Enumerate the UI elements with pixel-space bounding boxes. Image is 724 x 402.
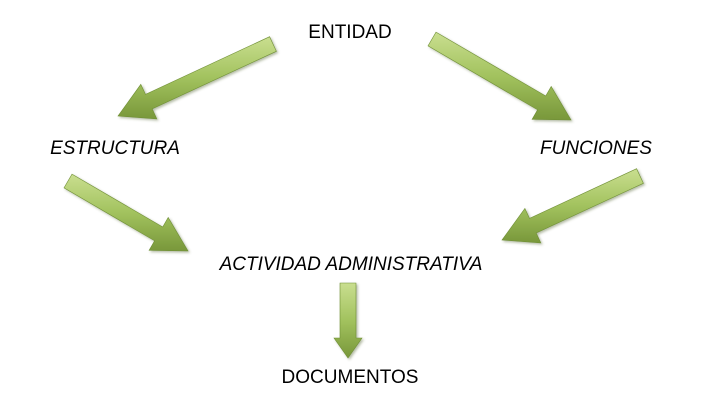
node-actividad-administrativa: ACTIVIDAD ADMINISTRATIVA: [219, 254, 483, 275]
arrow-actividad-to-documentos: [333, 282, 363, 359]
arrow-funciones-to-actividad: [501, 168, 644, 244]
node-estructura: ESTRUCTURA: [50, 138, 180, 159]
node-documentos: DOCUMENTOS: [281, 367, 419, 388]
arrow-entidad-to-funciones: [427, 31, 572, 121]
node-entidad: ENTIDAD: [308, 22, 392, 43]
arrow-estructura-to-actividad: [63, 173, 189, 252]
node-funciones: FUNCIONES: [540, 138, 652, 159]
arrow-entidad-to-estructura: [117, 36, 277, 120]
